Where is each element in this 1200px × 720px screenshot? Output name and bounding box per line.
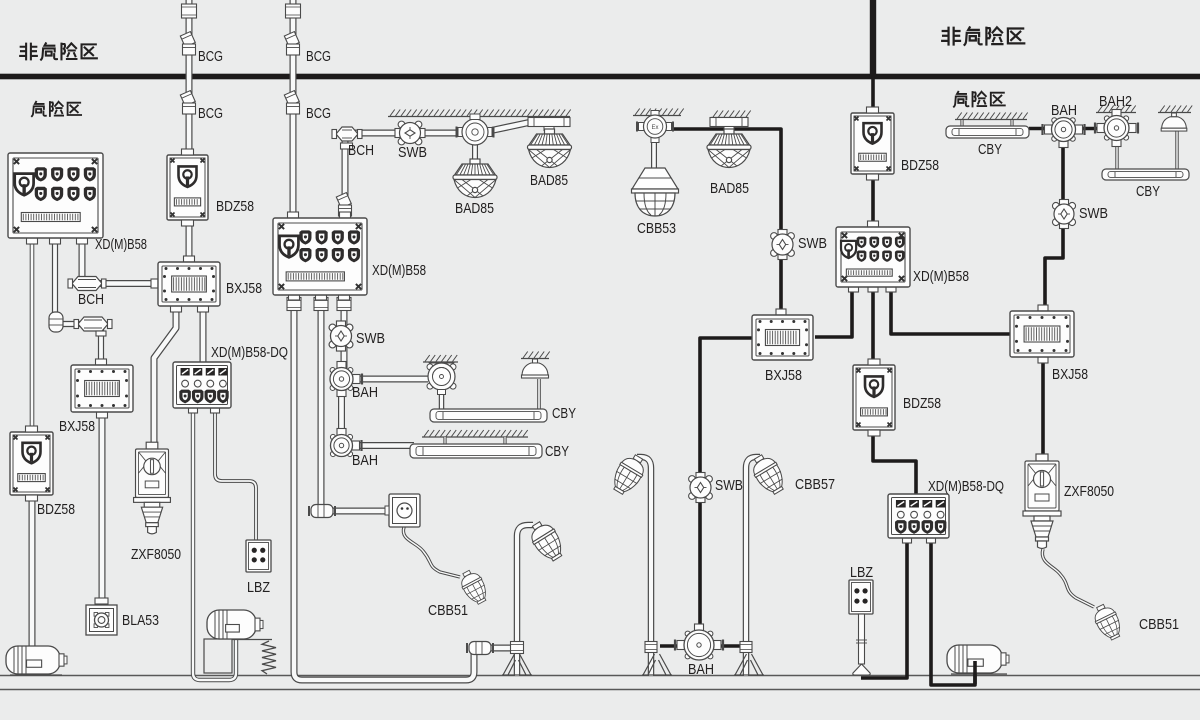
svg-text:XD(M)B58: XD(M)B58 — [913, 268, 969, 285]
svg-text:BCH: BCH — [78, 291, 104, 308]
svg-text:LBZ: LBZ — [850, 564, 873, 581]
svg-text:BCG: BCG — [306, 105, 331, 122]
svg-text:SWB: SWB — [715, 477, 743, 494]
svg-text:CBY: CBY — [1136, 183, 1160, 200]
svg-text:CBB57: CBB57 — [795, 476, 835, 493]
svg-text:BCG: BCG — [198, 48, 223, 65]
svg-text:CBY: CBY — [545, 443, 569, 460]
svg-text:Ex: Ex — [651, 125, 658, 131]
svg-text:BDZ58: BDZ58 — [216, 198, 254, 215]
svg-text:BXJ58: BXJ58 — [226, 280, 262, 297]
svg-text:CBB53: CBB53 — [637, 220, 676, 237]
svg-text:BCG: BCG — [198, 105, 223, 122]
svg-text:SWB: SWB — [798, 235, 827, 252]
svg-text:SWB: SWB — [356, 330, 385, 347]
svg-text:ZXF8050: ZXF8050 — [1064, 483, 1114, 500]
svg-text:CBB51: CBB51 — [1139, 616, 1179, 633]
svg-text:XD(M)B58-DQ: XD(M)B58-DQ — [211, 344, 288, 361]
svg-text:BCG: BCG — [306, 48, 331, 65]
svg-text:BDZ58: BDZ58 — [903, 395, 941, 412]
svg-text:XD(M)B58: XD(M)B58 — [95, 236, 147, 253]
svg-text:BAH: BAH — [352, 452, 378, 469]
svg-text:BAD85: BAD85 — [710, 180, 749, 197]
svg-text:LBZ: LBZ — [247, 579, 270, 596]
svg-text:BCH: BCH — [348, 142, 374, 159]
svg-text:BAH: BAH — [688, 661, 714, 678]
svg-text:ZXF8050: ZXF8050 — [131, 546, 181, 563]
svg-text:SWB: SWB — [398, 144, 427, 161]
svg-text:BAD85: BAD85 — [530, 172, 568, 189]
svg-text:BXJ58: BXJ58 — [1052, 366, 1088, 383]
svg-text:BDZ58: BDZ58 — [37, 501, 75, 518]
svg-text:XD(M)B58-DQ: XD(M)B58-DQ — [928, 478, 1004, 495]
svg-text:CBB51: CBB51 — [428, 602, 468, 619]
svg-text:BAD85: BAD85 — [455, 200, 494, 217]
svg-text:BDZ58: BDZ58 — [901, 157, 939, 174]
svg-text:BLA53: BLA53 — [122, 612, 159, 629]
svg-text:CBY: CBY — [978, 141, 1002, 158]
svg-text:BAH: BAH — [352, 384, 378, 401]
svg-text:BAH: BAH — [1051, 102, 1077, 119]
svg-text:SWB: SWB — [1079, 205, 1108, 222]
svg-text:BAH2: BAH2 — [1099, 93, 1132, 110]
svg-text:CBY: CBY — [552, 405, 576, 422]
svg-text:BXJ58: BXJ58 — [59, 418, 95, 435]
svg-text:XD(M)B58: XD(M)B58 — [372, 262, 426, 279]
svg-text:BXJ58: BXJ58 — [765, 367, 802, 384]
